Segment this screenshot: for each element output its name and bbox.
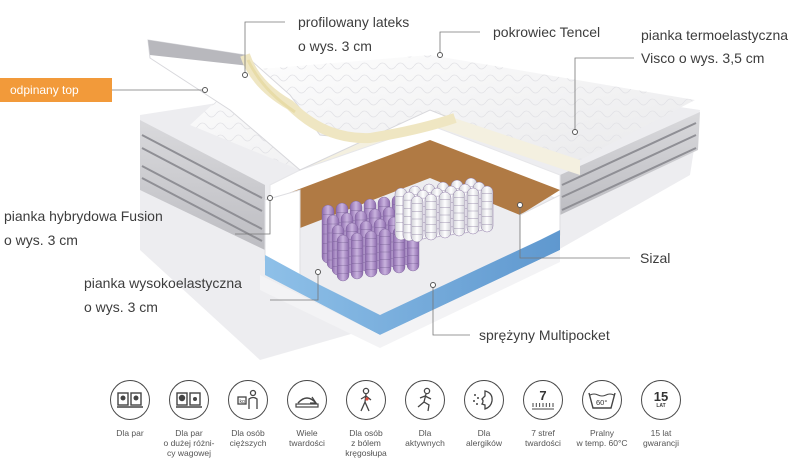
label-latex-1: profilowany lateks (298, 14, 410, 30)
feature-active: Dla aktywnych (397, 380, 453, 448)
pocket-spring (424, 193, 438, 241)
feature-zones: 7 7 stref twardości (515, 380, 571, 448)
label-fusion-2: o wys. 3 cm (4, 232, 78, 248)
feature-allergy: Dla alergików (456, 380, 512, 448)
feature-heavy-person: kg Dla osób cięższych (220, 380, 276, 448)
pocket-spring (364, 230, 378, 278)
pocket-spring (452, 189, 466, 237)
feature-caption: Pralny w temp. 60°C (576, 428, 628, 448)
label-hr-1: pianka wysokoelastyczna (84, 275, 242, 291)
detachable-top-badge: odpinany top (0, 78, 112, 102)
feature-weight-diff: Dla par o dużej różni- cy wagowej (161, 380, 217, 458)
label-visco-2: Visco o wys. 3,5 cm (641, 50, 765, 66)
pocket-spring (480, 185, 494, 233)
warranty-icon: 15 LAT (641, 380, 681, 420)
zones-number: 7 (539, 388, 547, 403)
pocket-spring (350, 232, 364, 280)
feature-caption: 15 lat gwarancji (643, 428, 679, 448)
firmness-icon (287, 380, 327, 420)
feature-caption: Dla osób cięższych (229, 428, 267, 448)
pocket-spring (410, 195, 424, 243)
feature-back-pain: Dla osób z bólem kręgosłupa (338, 380, 394, 458)
label-springs: sprężyny Multipocket (479, 327, 610, 343)
feature-couple: Dla par (102, 380, 158, 438)
washable-icon: 60° (582, 380, 622, 420)
feature-caption: Dla alergików (466, 428, 502, 448)
couple-icon (110, 380, 150, 420)
pocket-spring (466, 187, 480, 235)
feature-caption: 7 stref twardości (525, 428, 561, 448)
feature-washable: 60° Pralny w temp. 60°C (574, 380, 630, 448)
label-hr-2: o wys. 3 cm (84, 299, 158, 315)
allergy-icon (464, 380, 504, 420)
label-fusion-1: pianka hybrydowa Fusion (4, 208, 163, 224)
feature-caption: Dla aktywnych (405, 428, 445, 448)
warranty-number: 15 (653, 389, 669, 404)
feature-caption: Wiele twardości (289, 428, 325, 448)
label-visco-1: pianka termoelastyczna (641, 27, 789, 43)
feature-firmness: Wiele twardości (279, 380, 335, 448)
washable-temp: 60° (596, 398, 607, 407)
warranty-sub: LAT (656, 403, 666, 409)
pocket-spring (438, 191, 452, 239)
feature-caption: Dla par o dużej różni- cy wagowej (163, 428, 215, 458)
heavy-person-icon: kg (228, 380, 268, 420)
feature-icons: Dla par Dla par o dużej różni- cy wagowe… (102, 380, 692, 476)
mattress-illustration (112, 21, 700, 360)
feature-caption: Dla osób z bólem kręgosłupa (345, 428, 387, 458)
pocket-spring (336, 234, 350, 282)
zones-icon: 7 (523, 380, 563, 420)
feature-warranty: 15 LAT 15 lat gwarancji (633, 380, 689, 448)
svg-text:kg: kg (240, 399, 246, 405)
label-tencel: pokrowiec Tencel (493, 24, 601, 40)
feature-caption: Dla par (116, 428, 144, 438)
back-pain-icon (346, 380, 386, 420)
pocket-spring (378, 228, 392, 276)
label-sizal: Sizal (640, 250, 671, 266)
weight-diff-icon (169, 380, 209, 420)
runner-icon (405, 380, 445, 420)
label-latex-2: o wys. 3 cm (298, 38, 372, 54)
